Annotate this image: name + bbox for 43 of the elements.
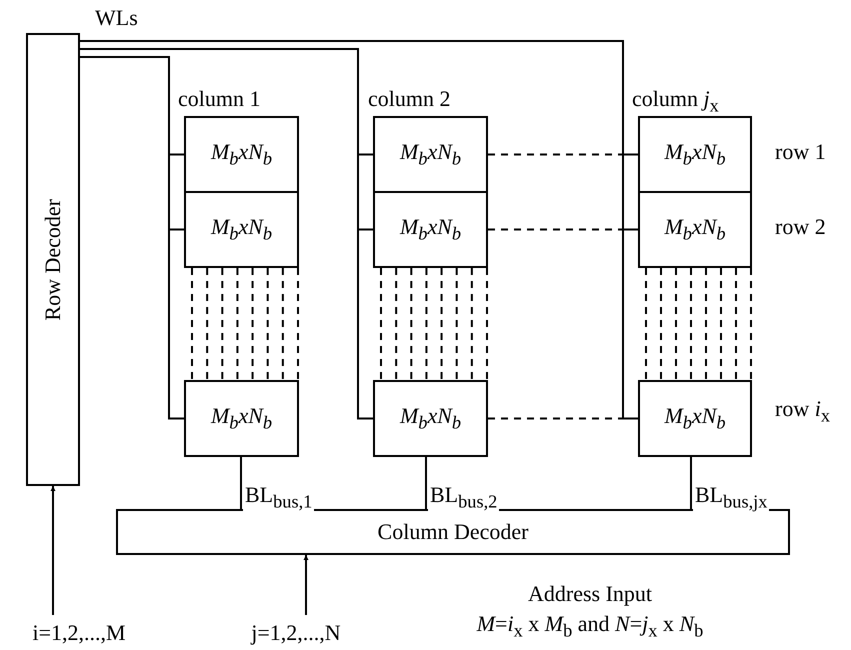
bit-line-bus bbox=[425, 457, 427, 509]
memory-block bbox=[638, 380, 752, 457]
block-label: M$_{b}$xN$_{b}$ bbox=[400, 403, 462, 434]
memory-block bbox=[184, 116, 299, 193]
index-range-text: i=1,2,...,M bbox=[32, 620, 126, 646]
formula-text: M=i$_{x}$ x M$_{b}$ and N=j$_{x}$ x N$_{b}$ bbox=[476, 612, 704, 641]
decoder-box bbox=[26, 33, 80, 486]
dashed-line bbox=[380, 267, 488, 381]
arrow bbox=[50, 486, 56, 615]
memory-block bbox=[373, 191, 488, 268]
column-label: column 2 bbox=[368, 87, 450, 112]
memory-block bbox=[638, 116, 752, 193]
block-label: M$_{b}$xN$_{b}$ bbox=[400, 139, 462, 170]
arrow bbox=[304, 555, 308, 615]
row-label: row i$_{x}$ bbox=[775, 397, 830, 426]
wire-label: WLs bbox=[95, 6, 138, 30]
dashed-line bbox=[645, 267, 752, 381]
index-range-text: j=1,2,...,N bbox=[251, 620, 341, 646]
dashed-line bbox=[191, 267, 299, 381]
decoder-label: Row Decoder bbox=[40, 198, 66, 320]
block-label: M$_{b}$xN$_{b}$ bbox=[664, 139, 726, 170]
dashed-line bbox=[488, 154, 638, 156]
decoder-label: Column Decoder bbox=[378, 519, 528, 545]
memory-block bbox=[638, 191, 752, 268]
address-input-title: Address Input bbox=[528, 582, 652, 606]
row-label: row 2 bbox=[775, 215, 826, 240]
bit-line-bus bbox=[240, 457, 242, 509]
block-label: M$_{b}$xN$_{b}$ bbox=[210, 214, 272, 245]
bit-line-bus bbox=[690, 457, 692, 509]
block-label: M$_{b}$xN$_{b}$ bbox=[210, 403, 272, 434]
row-label: row 1 bbox=[775, 140, 826, 164]
dashed-line bbox=[488, 228, 638, 230]
memory-block bbox=[373, 116, 488, 193]
column-label: column 1 bbox=[178, 87, 260, 112]
memory-block bbox=[184, 380, 299, 457]
memory-block bbox=[184, 191, 299, 268]
memory-block bbox=[373, 380, 488, 457]
block-label: M$_{b}$xN$_{b}$ bbox=[210, 139, 272, 170]
block-label: M$_{b}$xN$_{b}$ bbox=[400, 214, 462, 245]
column-label: column j$_{x}$ bbox=[632, 87, 719, 116]
block-label: M$_{b}$xN$_{b}$ bbox=[664, 214, 726, 245]
block-label: M$_{b}$xN$_{b}$ bbox=[664, 403, 726, 434]
dashed-line bbox=[488, 418, 638, 420]
